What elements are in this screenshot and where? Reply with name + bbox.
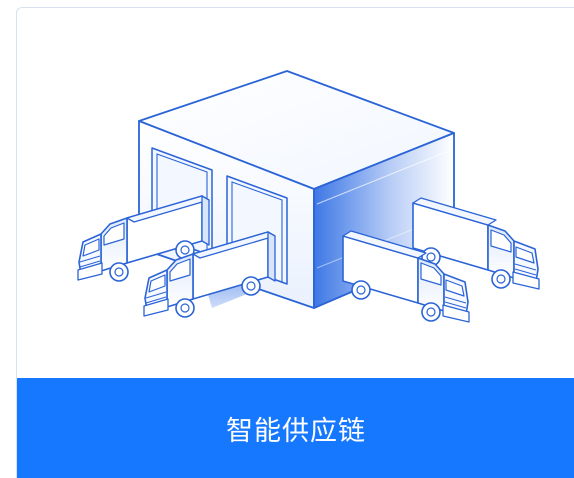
caption-bar[interactable]: 智能供应链 [17, 378, 574, 478]
supply-chain-card[interactable]: 智能供应链 [16, 7, 574, 478]
card-title: 智能供应链 [226, 416, 366, 447]
warehouse-trucks-icon [17, 8, 574, 378]
